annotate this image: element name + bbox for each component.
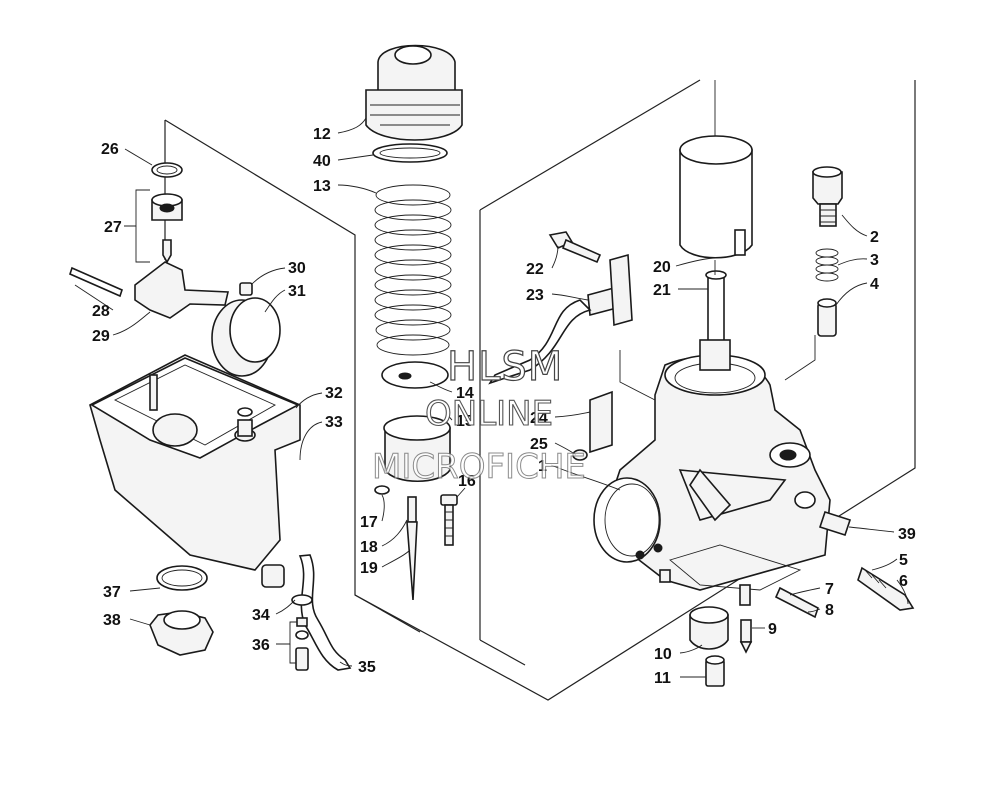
watermark-line-1: HLSM bbox=[447, 344, 563, 390]
callout-32: 32 bbox=[325, 385, 343, 402]
callout-35: 35 bbox=[358, 659, 376, 676]
float-bowl-assembly bbox=[69, 162, 301, 656]
callout-25: 25 bbox=[530, 436, 548, 453]
drain-hose-assembly bbox=[291, 554, 352, 671]
callout-8: 8 bbox=[825, 602, 834, 619]
callout-30: 30 bbox=[288, 260, 306, 277]
callout-13: 13 bbox=[313, 178, 331, 195]
callout-38: 38 bbox=[103, 612, 121, 629]
callout-34: 34 bbox=[252, 607, 270, 624]
callout-33: 33 bbox=[325, 414, 343, 431]
callout-17: 17 bbox=[360, 514, 378, 531]
callout-27: 27 bbox=[104, 219, 122, 236]
callout-12: 12 bbox=[313, 126, 331, 143]
callout-24: 24 bbox=[530, 410, 548, 427]
watermark-line-3: MICROFICHE bbox=[372, 447, 586, 487]
carburetor-body bbox=[488, 135, 915, 687]
callout-40: 40 bbox=[313, 153, 331, 170]
callout-2: 2 bbox=[870, 229, 879, 246]
watermark: HLSM ONLINE MICROFICHE bbox=[372, 343, 587, 487]
callout-22: 22 bbox=[526, 261, 544, 278]
frame-lines bbox=[164, 79, 916, 701]
callout-16: 16 bbox=[458, 473, 476, 490]
callout-19: 19 bbox=[360, 560, 378, 577]
callout-4: 4 bbox=[870, 276, 879, 293]
callout-37: 37 bbox=[103, 584, 121, 601]
callout-18: 18 bbox=[360, 539, 378, 556]
callout-21: 21 bbox=[653, 282, 671, 299]
callout-39: 39 bbox=[898, 526, 916, 543]
callout-29: 29 bbox=[92, 328, 110, 345]
callout-5: 5 bbox=[899, 552, 908, 569]
slide-assembly bbox=[365, 44, 463, 601]
callout-7: 7 bbox=[825, 581, 834, 598]
callout-11: 11 bbox=[654, 670, 671, 687]
callout-36: 36 bbox=[252, 637, 270, 654]
callout-14: 14 bbox=[456, 385, 474, 402]
callout-31: 31 bbox=[288, 283, 306, 300]
callout-26: 26 bbox=[101, 141, 119, 158]
callout-6: 6 bbox=[899, 573, 908, 590]
callout-labels: 26 27 28 29 30 31 32 33 37 38 34 36 35 1… bbox=[92, 126, 916, 687]
callout-10: 10 bbox=[654, 646, 672, 663]
callout-1: 1 bbox=[538, 458, 547, 475]
callout-23: 23 bbox=[526, 287, 544, 304]
callout-28: 28 bbox=[92, 303, 110, 320]
watermark-line-2: ONLINE bbox=[425, 394, 553, 434]
callout-9: 9 bbox=[768, 621, 777, 638]
callout-3: 3 bbox=[870, 252, 879, 269]
leader-lines bbox=[74, 117, 909, 678]
callout-15: 15 bbox=[456, 413, 474, 430]
callout-20: 20 bbox=[653, 259, 671, 276]
